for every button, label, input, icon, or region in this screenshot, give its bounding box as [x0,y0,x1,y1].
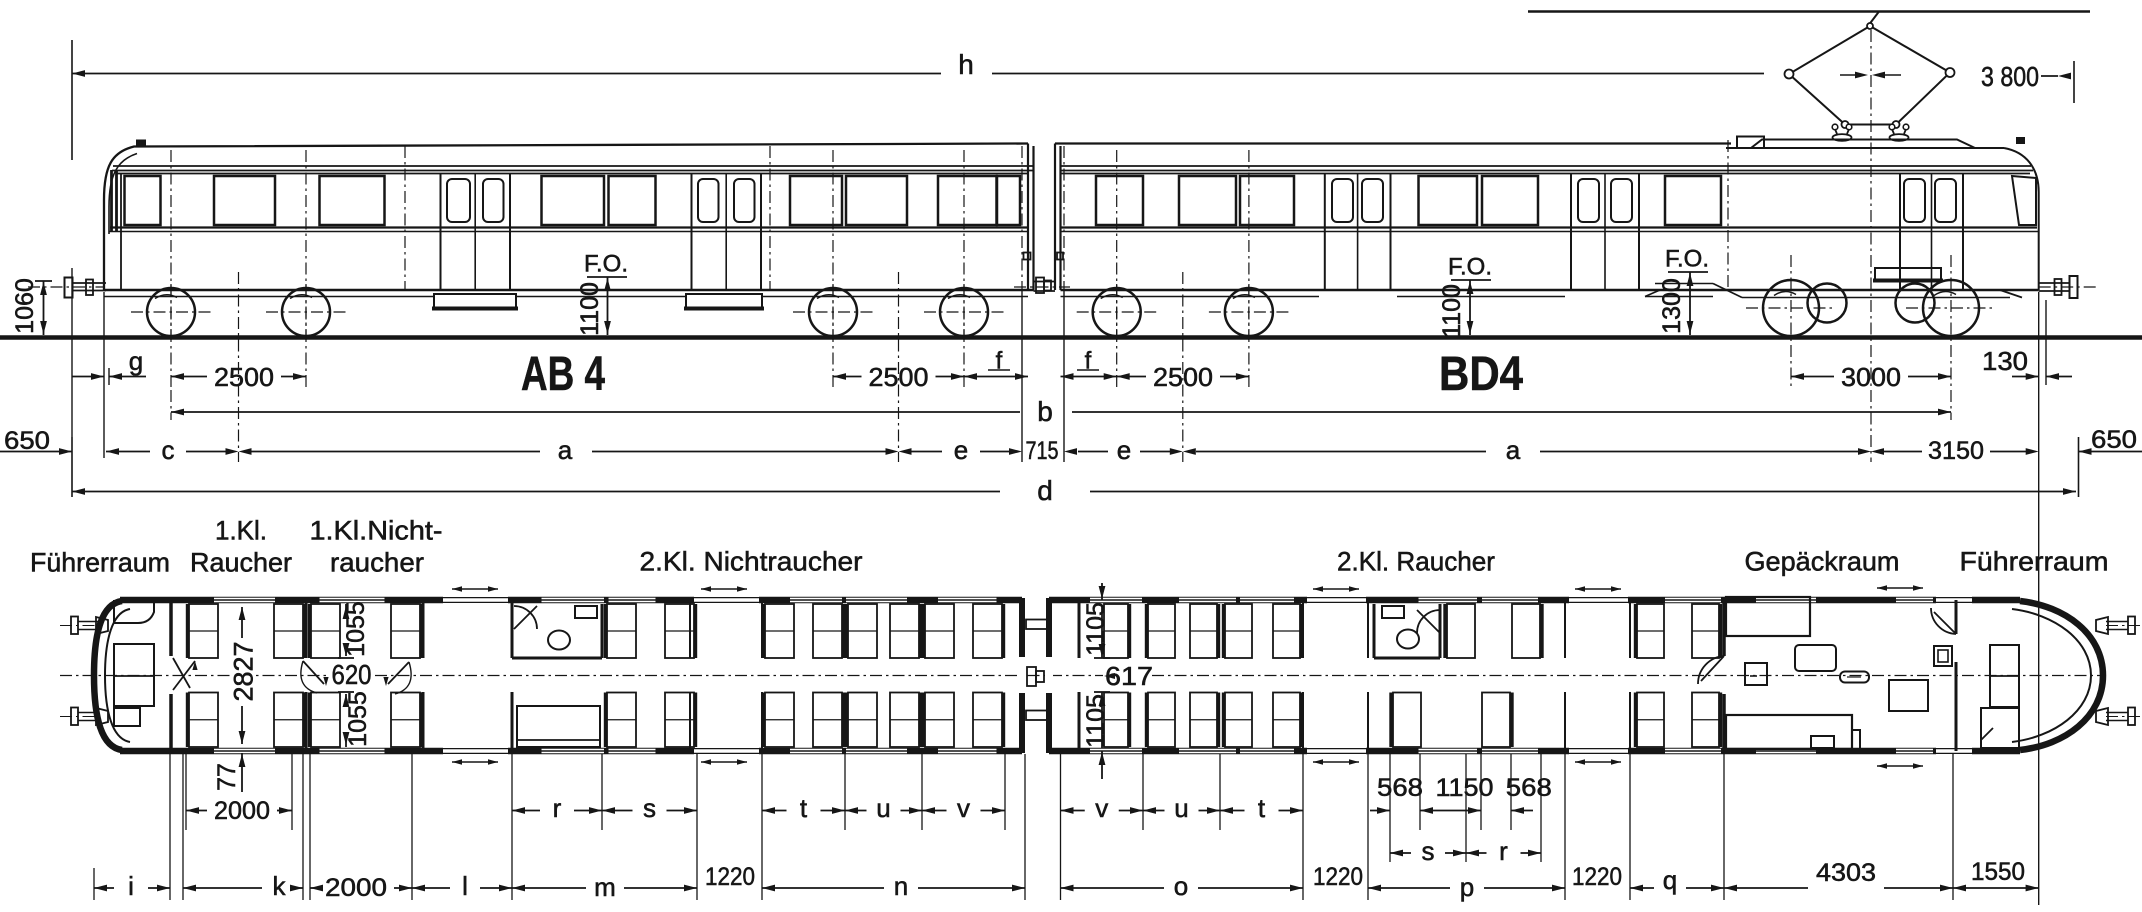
svg-text:1.Kl.: 1.Kl. [215,515,267,545]
svg-text:q: q [1663,865,1677,895]
svg-text:e: e [954,435,968,465]
svg-text:568: 568 [1377,774,1423,802]
svg-text:2000: 2000 [214,797,270,825]
svg-text:1055: 1055 [342,601,370,657]
svg-text:1.Kl.Nicht-: 1.Kl.Nicht- [310,515,443,545]
svg-text:r: r [553,793,562,823]
svg-text:2500: 2500 [214,362,274,392]
svg-text:1105: 1105 [1082,602,1110,656]
svg-text:t: t [1258,793,1266,823]
svg-text:raucher: raucher [330,547,424,577]
svg-text:k: k [273,871,287,901]
svg-text:F.O.: F.O. [1665,245,1709,272]
svg-text:Gepäckraum: Gepäckraum [1745,546,1900,576]
svg-text:2.Kl. Raucher: 2.Kl. Raucher [1337,546,1495,576]
svg-text:3150: 3150 [1928,437,1984,465]
svg-text:g: g [129,346,143,376]
svg-text:568: 568 [1506,774,1552,802]
svg-text:2000: 2000 [325,874,387,902]
svg-text:d: d [1037,475,1053,506]
svg-text:1150: 1150 [1436,774,1494,802]
svg-text:Führerraum: Führerraum [30,547,170,577]
svg-text:77: 77 [213,763,241,791]
svg-text:1300: 1300 [1658,278,1686,334]
svg-text:e: e [1117,435,1131,465]
svg-text:4303: 4303 [1816,859,1876,887]
svg-text:1220: 1220 [1572,863,1622,891]
svg-text:h: h [958,49,974,80]
svg-text:2.Kl. Nichtraucher: 2.Kl. Nichtraucher [640,546,863,576]
svg-text:p: p [1460,872,1474,902]
svg-text:F.O.: F.O. [1448,253,1492,280]
svg-text:Raucher: Raucher [190,547,292,577]
svg-text:1060: 1060 [11,278,39,334]
svg-text:o: o [1174,871,1188,901]
svg-text:t: t [800,793,808,823]
svg-text:130: 130 [1982,346,2028,376]
svg-text:1550: 1550 [1971,858,2025,886]
svg-text:1220: 1220 [705,863,755,891]
svg-text:l: l [462,871,468,901]
svg-text:1105: 1105 [1082,694,1110,748]
svg-text:650: 650 [2091,426,2137,454]
svg-text:a: a [558,435,573,465]
svg-text:1055: 1055 [344,691,372,747]
svg-text:1100: 1100 [1438,284,1466,338]
svg-text:a: a [1506,435,1521,465]
svg-text:715: 715 [1026,437,1059,465]
svg-text:m: m [594,872,616,902]
svg-text:3 800: 3 800 [1981,61,2039,92]
svg-text:650: 650 [4,427,50,455]
svg-text:2827: 2827 [228,641,258,701]
svg-text:s: s [643,793,656,823]
svg-text:BD4: BD4 [1439,348,1523,401]
svg-text:s: s [1422,836,1435,866]
svg-text:n: n [894,871,908,901]
svg-text:AB 4: AB 4 [521,348,605,401]
svg-text:f: f [1085,347,1092,374]
svg-text:1220: 1220 [1313,863,1363,891]
svg-text:Führerraum: Führerraum [1960,546,2109,576]
svg-text:v: v [957,793,970,823]
svg-text:c: c [162,435,175,465]
svg-text:b: b [1037,396,1053,427]
svg-text:u: u [1174,793,1188,823]
svg-text:F.O.: F.O. [584,250,628,277]
svg-text:1100: 1100 [576,282,604,336]
svg-text:r: r [1499,836,1508,866]
svg-text:f: f [996,347,1003,374]
svg-text:620: 620 [332,659,372,690]
svg-text:i: i [128,871,134,901]
svg-text:v: v [1095,793,1108,823]
svg-text:u: u [876,793,890,823]
